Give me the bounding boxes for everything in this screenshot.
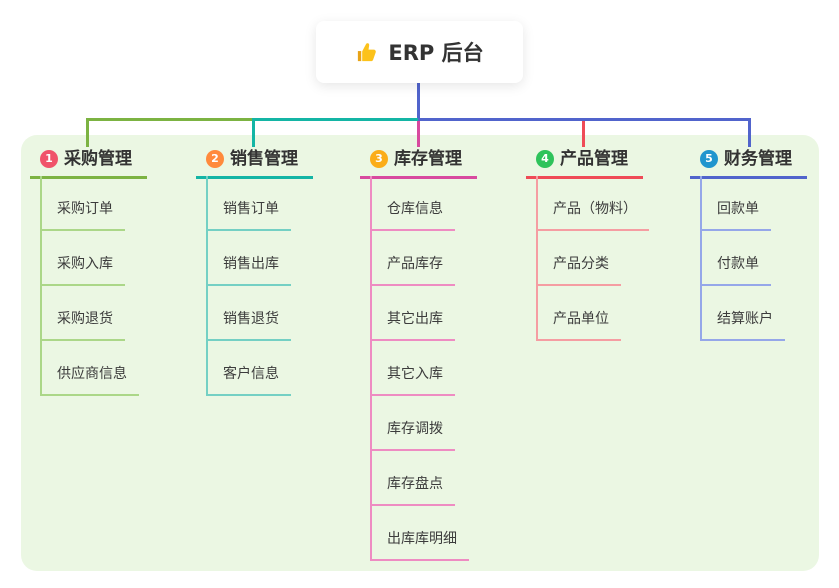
branch-title: 产品管理 — [560, 149, 628, 169]
branch-spine — [536, 176, 538, 341]
connector-bus-mid — [254, 118, 418, 121]
child-node[interactable]: 产品（物料） — [536, 200, 649, 231]
branch-badge: 2 — [206, 150, 224, 168]
connector-root-line — [417, 83, 420, 121]
child-node[interactable]: 采购订单 — [40, 200, 125, 231]
branch-header-finance[interactable]: 5 财务管理 — [690, 147, 807, 179]
child-node[interactable]: 其它入库 — [370, 365, 455, 396]
branch-header-sales[interactable]: 2 销售管理 — [196, 147, 313, 179]
child-node[interactable]: 库存盘点 — [370, 475, 455, 506]
branch-badge: 4 — [536, 150, 554, 168]
child-node[interactable]: 其它出库 — [370, 310, 455, 341]
root-label: ERP 后台 — [388, 41, 484, 65]
child-node[interactable]: 付款单 — [700, 255, 771, 286]
connector-bus-left — [86, 118, 254, 121]
child-node[interactable]: 采购退货 — [40, 310, 125, 341]
root-node[interactable]: ERP 后台 — [316, 21, 523, 83]
thumbs-up-icon — [355, 41, 378, 64]
child-node[interactable]: 供应商信息 — [40, 365, 139, 396]
branch-badge: 5 — [700, 150, 718, 168]
branch-spine — [370, 176, 372, 561]
child-node[interactable]: 销售退货 — [206, 310, 291, 341]
child-node[interactable]: 库存调拨 — [370, 420, 455, 451]
child-node[interactable]: 产品单位 — [536, 310, 621, 341]
connector-drop-finance — [748, 118, 751, 147]
branch-badge: 1 — [40, 150, 58, 168]
child-node[interactable]: 产品分类 — [536, 255, 621, 286]
connector-bus-right — [418, 118, 751, 121]
child-node[interactable]: 客户信息 — [206, 365, 291, 396]
child-node[interactable]: 销售订单 — [206, 200, 291, 231]
child-node[interactable]: 销售出库 — [206, 255, 291, 286]
child-node[interactable]: 产品库存 — [370, 255, 455, 286]
branch-badge: 3 — [370, 150, 388, 168]
branch-title: 销售管理 — [230, 149, 298, 169]
connector-drop-sales — [252, 118, 255, 147]
branch-header-inventory[interactable]: 3 库存管理 — [360, 147, 477, 179]
child-node[interactable]: 回款单 — [700, 200, 771, 231]
connector-drop-procurement — [86, 118, 89, 147]
child-node[interactable]: 仓库信息 — [370, 200, 455, 231]
branch-header-procurement[interactable]: 1 采购管理 — [30, 147, 147, 179]
branch-spine — [40, 176, 42, 396]
branch-header-product[interactable]: 4 产品管理 — [526, 147, 643, 179]
connector-drop-product — [582, 121, 585, 147]
branch-title: 库存管理 — [394, 149, 462, 169]
child-node[interactable]: 结算账户 — [700, 310, 785, 341]
branch-spine — [700, 176, 702, 341]
background-panel — [21, 135, 819, 571]
branch-spine — [206, 176, 208, 396]
child-node[interactable]: 出库库明细 — [370, 530, 469, 561]
child-node[interactable]: 采购入库 — [40, 255, 125, 286]
branch-title: 采购管理 — [64, 149, 132, 169]
branch-title: 财务管理 — [724, 149, 792, 169]
connector-drop-inventory — [417, 121, 420, 147]
